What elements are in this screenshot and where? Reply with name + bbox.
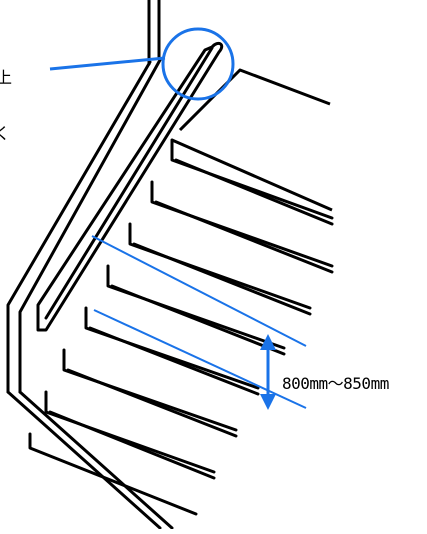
handrail xyxy=(36,41,224,332)
stair-side-wall xyxy=(6,58,174,530)
side-label: く xyxy=(0,124,11,143)
callout xyxy=(49,27,235,101)
callout-label: 上 xyxy=(0,68,13,87)
height-guide-lines xyxy=(91,235,307,409)
dimension-label: 800mm～850mm xyxy=(282,374,389,393)
callout-leader xyxy=(49,56,166,71)
dimension-arrow xyxy=(260,334,276,410)
wall-post xyxy=(147,0,161,66)
landing xyxy=(171,68,333,212)
callout-circle xyxy=(161,27,235,101)
stair-steps xyxy=(28,138,334,516)
